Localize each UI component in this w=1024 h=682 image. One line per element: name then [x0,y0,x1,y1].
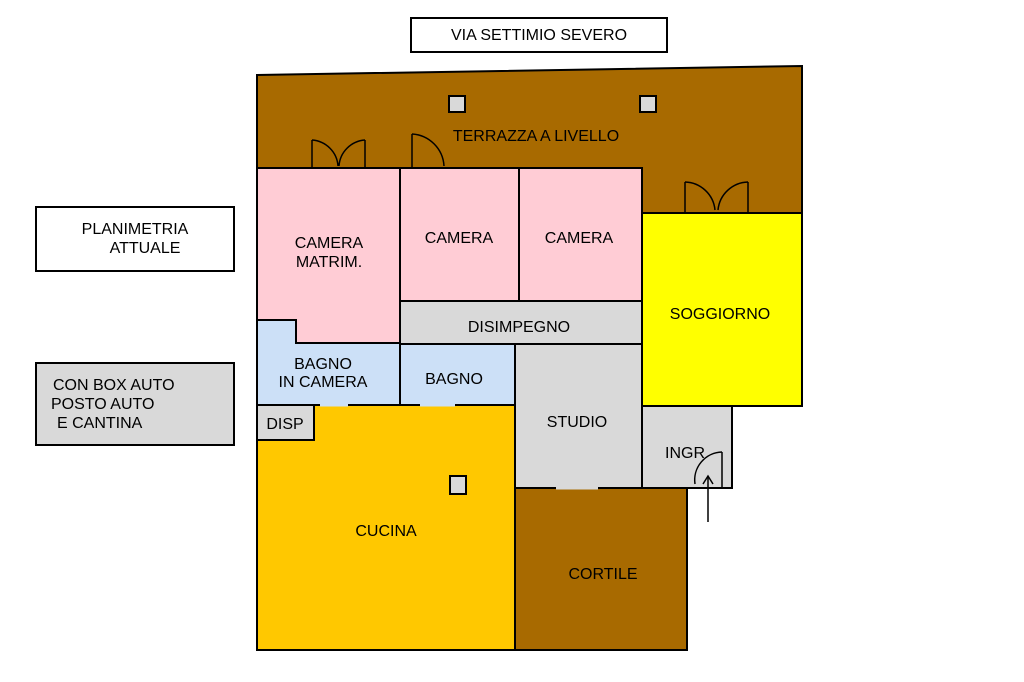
master-bedroom-label-1: CAMERA [295,235,364,252]
extras-line-2: POSTO AUTO [51,395,155,413]
entrance-label: INGR [665,445,705,462]
study-label: STUDIO [547,414,607,431]
entrance-door [693,451,733,488]
bedroom-2-label: CAMERA [425,230,494,247]
courtyard-area [514,487,688,651]
living-room-door [684,181,749,213]
master-bedroom-label-2: MATRIM. [296,254,362,271]
kitchen-label: CUCINA [355,523,417,540]
extras-box: CON BOX AUTO POSTO AUTO E CANTINA [35,362,235,446]
storage-label: DISP [266,416,303,433]
street-label: VIA SETTIMIO SEVERO [450,26,628,44]
terrace-door-left [311,139,366,168]
entry-arrow-icon [702,474,714,522]
plan-state-line-1: PLANIMETRIA [81,221,189,238]
bedroom-3-label: CAMERA [545,230,614,247]
terrace-door-middle [411,133,445,168]
bathroom-label: BAGNO [425,371,483,388]
living-room-area [641,212,803,407]
plan-state-box: PLANIMETRIA ATTUALE [35,206,235,272]
terrace-vent-left [448,95,466,113]
plan-state-line-2: ATTUALE [109,240,181,257]
ensuite-bath-label-1: BAGNO [294,356,352,373]
kitchen-vent [449,475,467,495]
terrace-vent-right [639,95,657,113]
kitchen-area [256,404,516,651]
street-label-box: VIA SETTIMIO SEVERO [410,17,668,53]
living-room-label: SOGGIORNO [670,306,770,323]
terrace-label: TERRAZZA A LIVELLO [453,128,619,145]
extras-line-3: E CANTINA [57,414,143,432]
hallway-label: DISIMPEGNO [468,319,570,336]
extras-line-1: CON BOX AUTO [53,376,175,394]
courtyard-label: CORTILE [568,566,637,583]
ensuite-bath-label-2: IN CAMERA [279,374,368,391]
